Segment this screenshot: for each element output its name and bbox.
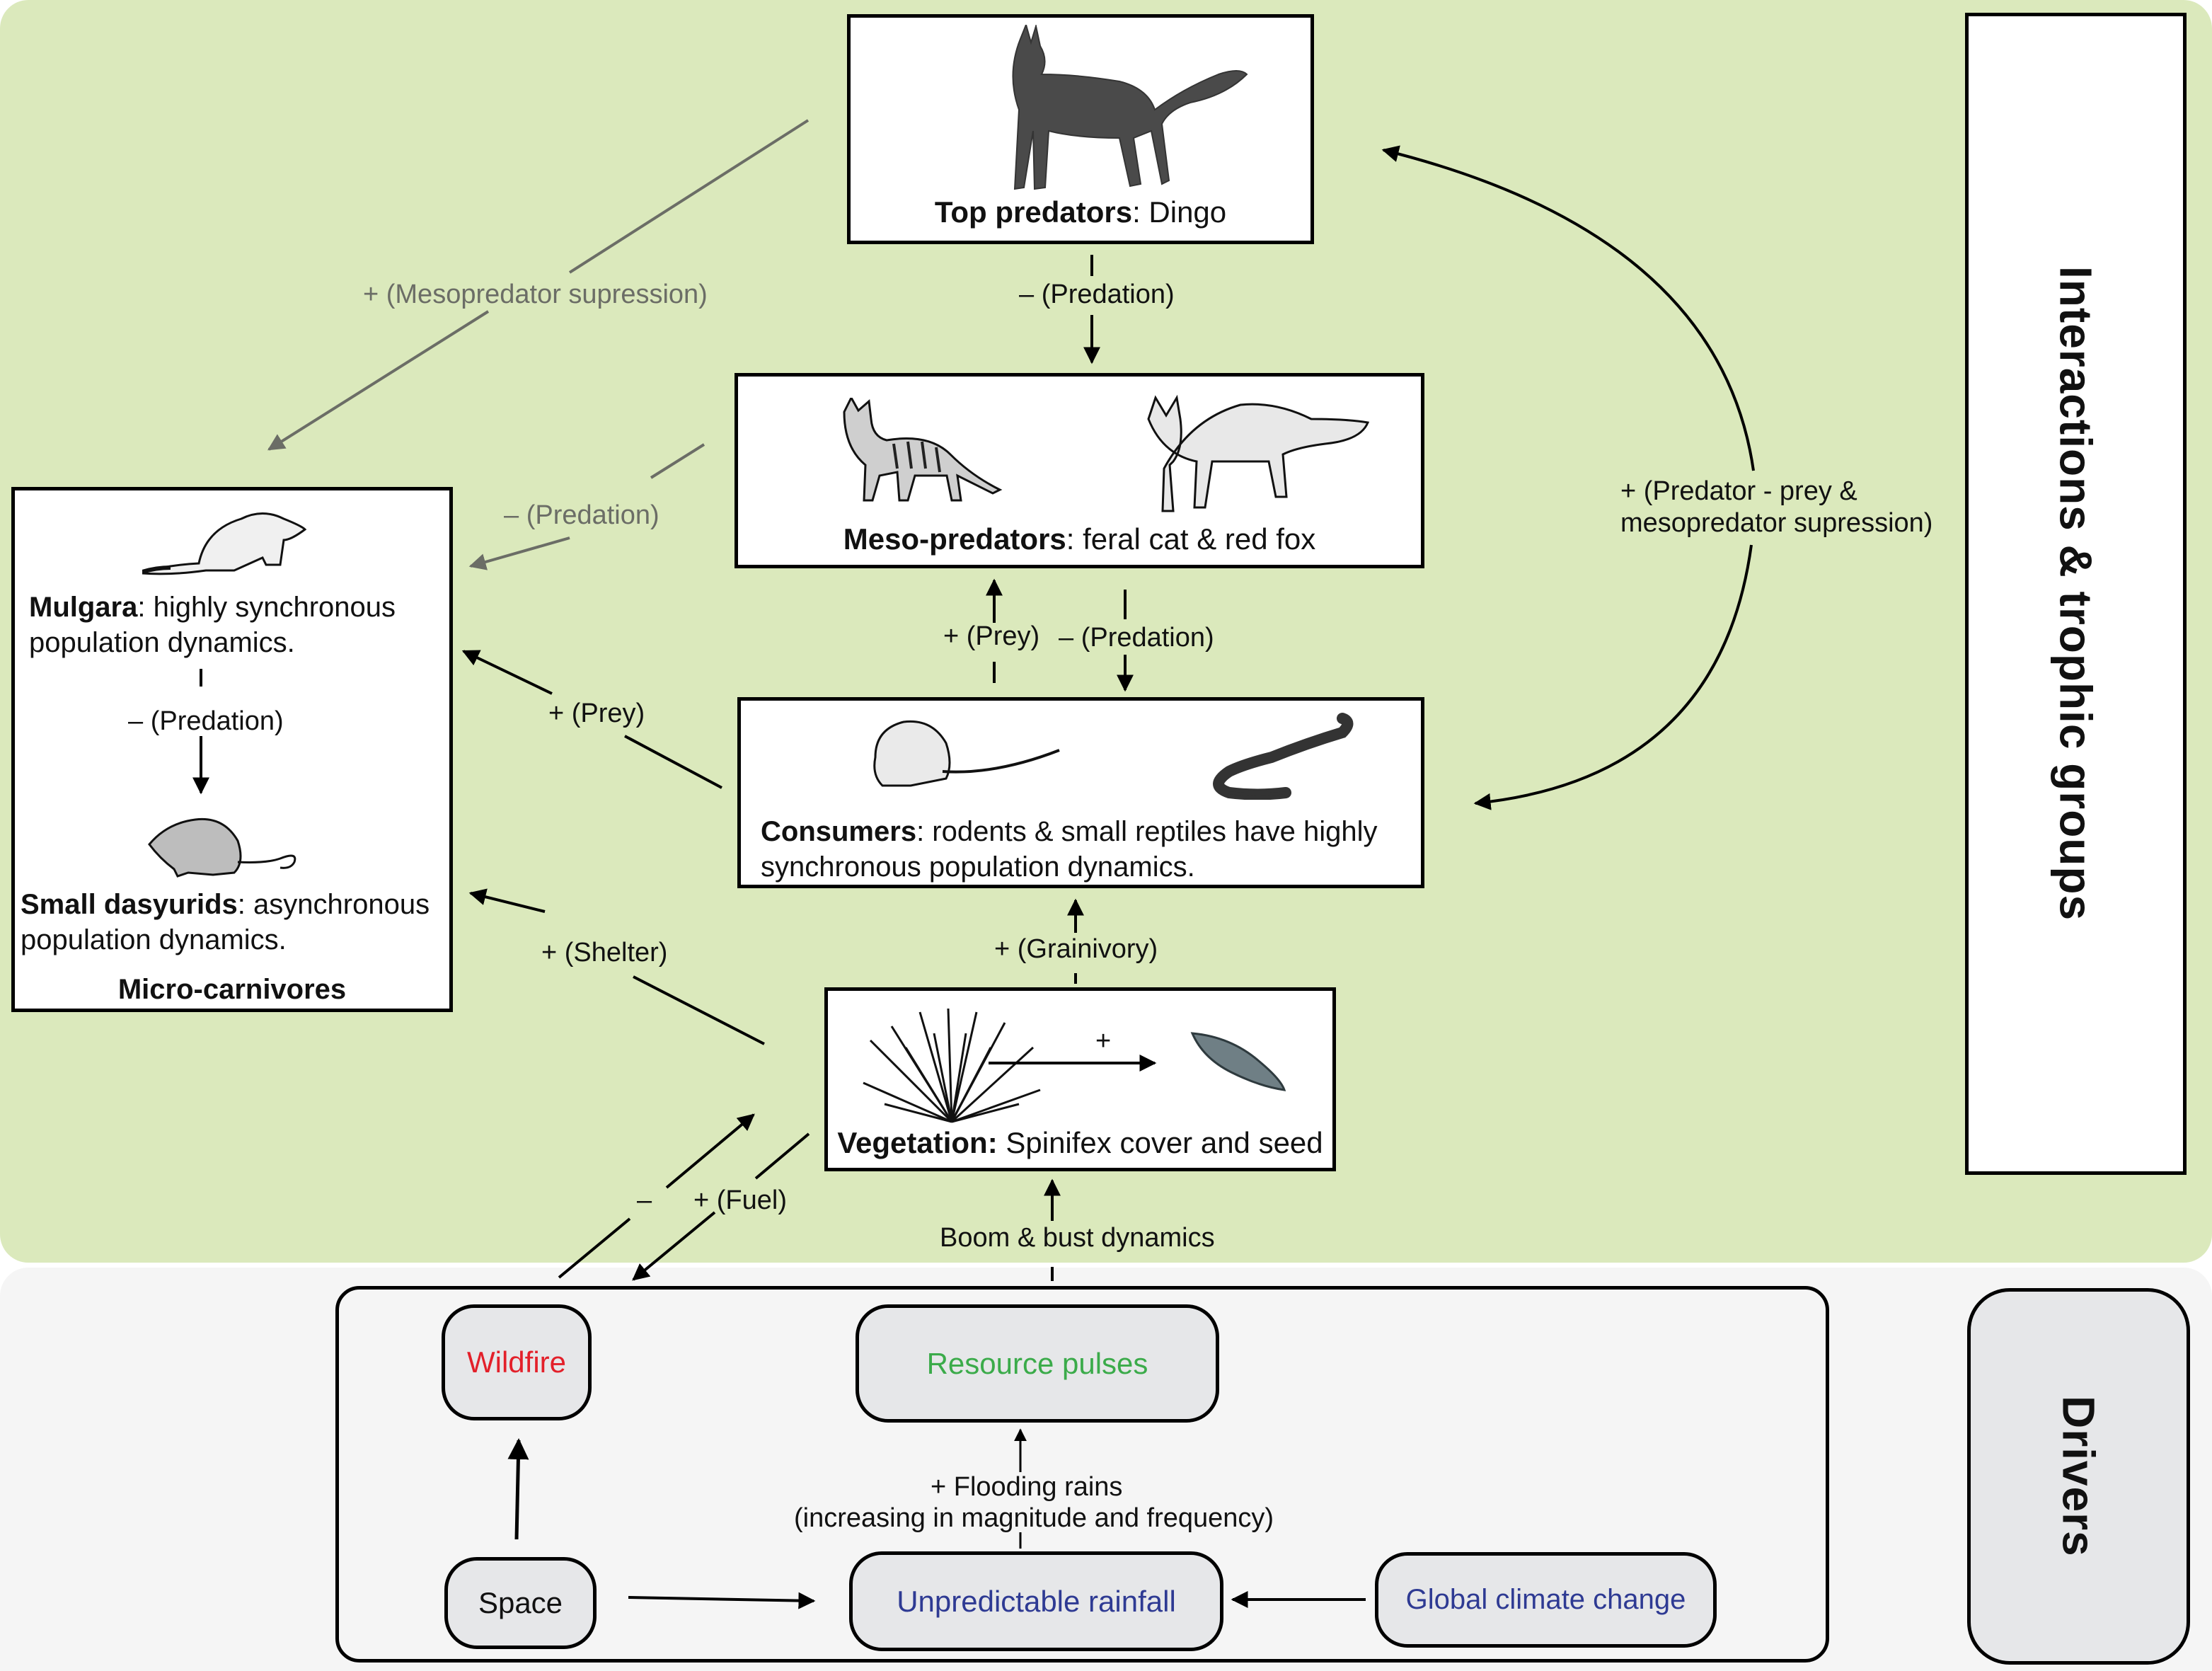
label-top-meso: – (Predation) — [1019, 280, 1175, 309]
resource-pulses-label: Resource pulses — [926, 1346, 1148, 1380]
label-mesopredator-suppression: + (Mesopredator supression) — [363, 280, 708, 309]
seed-illustration — [1190, 1032, 1286, 1091]
red-fox-illustration — [1147, 394, 1370, 512]
label-grainivory: + (Grainivory) — [994, 934, 1158, 964]
climate-label: Global climate change — [1405, 1584, 1686, 1615]
climate-node[interactable]: Global climate change — [1375, 1552, 1717, 1648]
small-dasyurid-illustration — [148, 817, 296, 878]
consumers-bold: Consumers — [761, 816, 917, 847]
meso-predators-rest: : feral cat & red fox — [1066, 522, 1316, 556]
consumers-label: Consumers: rodents & small reptiles have… — [761, 814, 1419, 885]
label-prey-up: + (Prey) — [943, 621, 1040, 651]
vegetation-node[interactable]: + Vegetation: Spinifex cover and seed — [824, 987, 1336, 1171]
interactions-label: Interactions & trophic groups — [2050, 266, 2102, 921]
mulgara-illustration — [142, 512, 307, 575]
label-predator-prey-1: + (Predator - prey & — [1620, 476, 1857, 506]
mulgara-bold: Mulgara — [29, 592, 138, 623]
top-predators-rest: : Dingo — [1132, 195, 1227, 229]
rainfall-node[interactable]: Unpredictable rainfall — [849, 1551, 1223, 1651]
drivers-label-box: Drivers — [1967, 1288, 2190, 1665]
mulgara-predation-label: – (Predation) — [128, 706, 284, 736]
top-predators-label: Top predators: Dingo — [851, 195, 1311, 230]
wildfire-label: Wildfire — [466, 1345, 566, 1379]
meso-predators-label: Meso-predators: feral cat & red fox — [738, 522, 1421, 557]
top-predators-bold: Top predators — [934, 195, 1133, 229]
vegetation-bold: Vegetation: — [837, 1126, 998, 1159]
mulgara-rest: : highly synchronous population dynamics… — [29, 592, 396, 658]
space-label: Space — [478, 1586, 563, 1619]
rodent-illustration — [873, 720, 1060, 787]
meso-predators-node[interactable]: Meso-predators: feral cat & red fox — [735, 373, 1424, 568]
wildfire-node[interactable]: Wildfire — [442, 1304, 592, 1420]
label-flooding-2: (increasing in magnitude and frequency) — [794, 1503, 1274, 1533]
label-fuel: + (Fuel) — [693, 1185, 787, 1215]
consumers-rest: : rodents & small reptiles have highly s… — [761, 816, 1378, 883]
label-meso-micro: – (Predation) — [504, 500, 659, 530]
label-consumers-micro: + (Prey) — [548, 699, 645, 728]
small-dasyurids-label: Small dasyurids: asynchronous population… — [21, 887, 452, 958]
meso-predators-bold: Meso-predators — [843, 522, 1066, 556]
vegetation-rest: Spinifex cover and seed — [997, 1126, 1323, 1159]
label-predator-prey-2: mesopredator supression) — [1620, 508, 1933, 538]
lizard-illustration — [1213, 713, 1354, 800]
interactions-label-box: Interactions & trophic groups — [1965, 13, 2187, 1175]
resource-pulses-node[interactable]: Resource pulses — [856, 1304, 1219, 1423]
space-node[interactable]: Space — [444, 1557, 597, 1649]
small-dasyurids-bold: Small dasyurids — [21, 889, 238, 920]
label-flooding-1: + Flooding rains — [931, 1472, 1123, 1502]
micro-carnivores-node[interactable]: Mulgara: highly synchronous population d… — [11, 487, 453, 1012]
feral-cat-illustration — [843, 398, 1003, 502]
label-fire-negative: – — [637, 1185, 652, 1215]
spinifex-seed-sign: + — [1095, 1026, 1112, 1056]
spinifex-illustration — [863, 1008, 1041, 1123]
small-dasyurids-rest: : asynchronous population dynamics. — [21, 889, 430, 955]
top-predators-node[interactable]: Top predators: Dingo — [847, 14, 1314, 244]
consumers-node[interactable]: Consumers: rodents & small reptiles have… — [737, 697, 1424, 888]
label-shelter: + (Shelter) — [541, 938, 668, 967]
mulgara-label: Mulgara: highly synchronous population d… — [29, 590, 447, 660]
dingo-illustration — [1012, 25, 1248, 190]
vegetation-label: Vegetation: Spinifex cover and seed — [828, 1125, 1332, 1161]
label-predation-down: – (Predation) — [1059, 623, 1214, 653]
rainfall-label: Unpredictable rainfall — [897, 1584, 1176, 1618]
drivers-label: Drivers — [2053, 1396, 2104, 1557]
micro-carnivores-title: Micro-carnivores — [117, 974, 347, 1005]
label-boom-bust: Boom & bust dynamics — [940, 1223, 1215, 1253]
